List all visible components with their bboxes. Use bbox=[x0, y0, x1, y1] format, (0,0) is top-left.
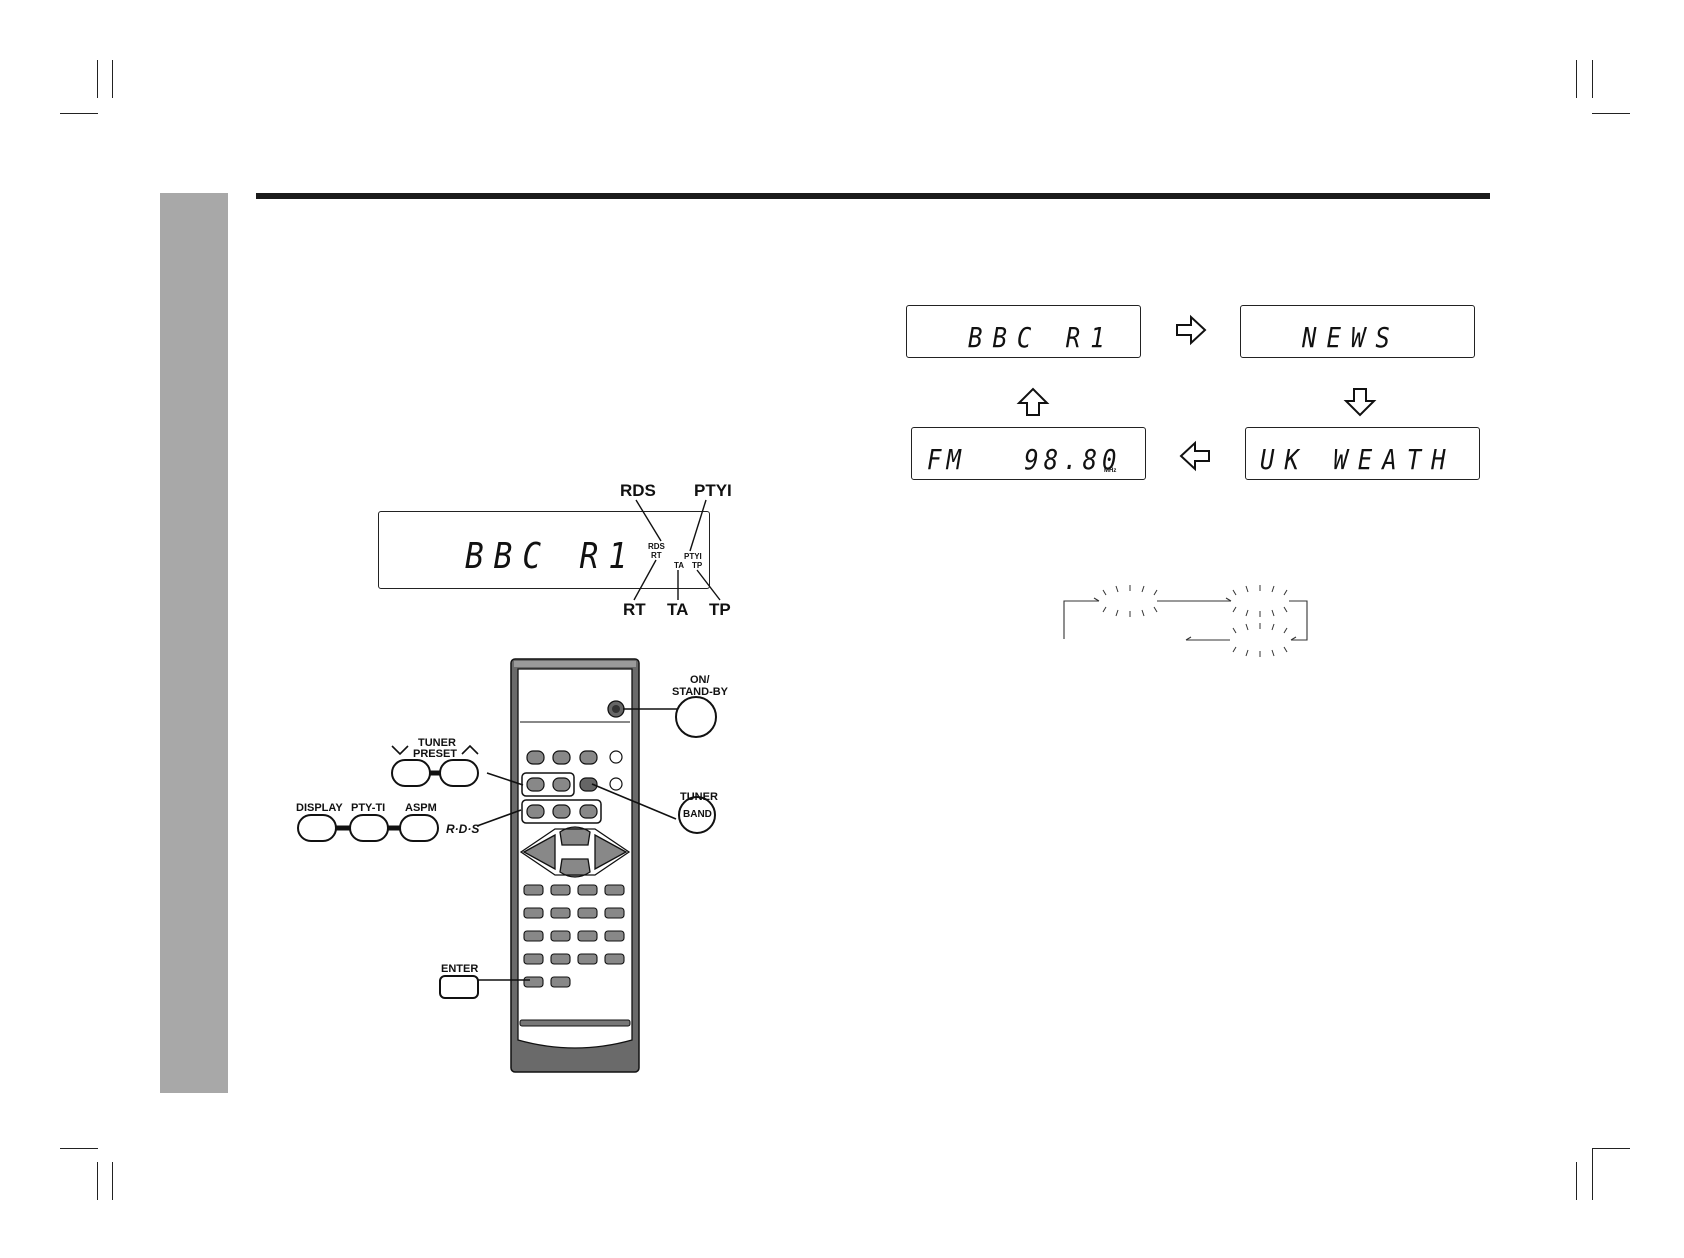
enter-button[interactable] bbox=[440, 976, 478, 998]
rds-display-station-text: BBC R1 bbox=[465, 535, 637, 577]
label-band: BAND bbox=[683, 809, 712, 820]
on-standby-button[interactable] bbox=[676, 697, 716, 737]
crop-mark bbox=[1592, 1148, 1630, 1149]
crop-mark bbox=[60, 1148, 98, 1149]
callout-rt: RT bbox=[623, 600, 646, 619]
rds-logo: R·D·S bbox=[446, 822, 480, 836]
indicator-tp: TP bbox=[692, 561, 703, 570]
crop-mark bbox=[97, 1162, 98, 1200]
indicator-rds: RDS bbox=[648, 542, 665, 551]
crop-mark bbox=[60, 113, 98, 114]
crop-mark bbox=[112, 60, 113, 98]
crop-mark bbox=[1592, 60, 1593, 98]
label-tuner: TUNER bbox=[680, 791, 718, 803]
display-button[interactable] bbox=[298, 815, 336, 841]
frequency-unit: MHz bbox=[1104, 468, 1117, 474]
callout-tp: TP bbox=[709, 600, 731, 619]
indicator-ta: TA bbox=[674, 561, 685, 570]
arrow-down-icon bbox=[1343, 388, 1377, 417]
on-standby-button-shape bbox=[675, 696, 717, 738]
crop-mark bbox=[1592, 113, 1630, 114]
arrow-up-icon bbox=[1016, 387, 1050, 416]
label-tuner-preset-top: TUNER bbox=[418, 737, 456, 749]
chevron-down-icon bbox=[391, 745, 409, 756]
rds-display-panel bbox=[378, 511, 710, 589]
section-sidebar-tab bbox=[160, 193, 228, 1093]
cycle-display-station-text: BBC R1 bbox=[968, 321, 1115, 354]
cycle-display-radiotext-text: UK WEATH bbox=[1260, 443, 1456, 476]
tuner-preset-up-button[interactable] bbox=[440, 760, 478, 786]
callout-ptyi: PTYI bbox=[694, 481, 732, 500]
cycle-display-pty bbox=[1240, 305, 1475, 358]
crop-mark bbox=[1576, 1162, 1577, 1200]
callout-rds: RDS bbox=[620, 481, 656, 500]
label-stand-by: STAND-BY bbox=[672, 686, 729, 698]
arrow-right-icon bbox=[1176, 314, 1207, 346]
pty-ti-button[interactable] bbox=[350, 815, 388, 841]
cycle-display-pty-text: NEWS bbox=[1302, 321, 1400, 354]
label-aspm: ASPM bbox=[405, 802, 437, 814]
cycle-display-frequency bbox=[911, 427, 1146, 480]
label-display: DISPLAY bbox=[296, 802, 343, 814]
label-tuner-preset-bottom: PRESET bbox=[413, 748, 458, 760]
aspm-button[interactable] bbox=[400, 815, 438, 841]
indicator-rt: RT bbox=[651, 551, 662, 560]
cycle-display-station bbox=[906, 305, 1141, 358]
callout-ta: TA bbox=[667, 600, 689, 619]
crop-mark bbox=[1576, 60, 1577, 98]
label-pty-ti: PTY-TI bbox=[351, 802, 386, 814]
arrow-left-icon bbox=[1179, 440, 1210, 472]
crop-mark bbox=[97, 60, 98, 98]
header-rule bbox=[256, 193, 1490, 199]
cycle-display-frequency-text: FM 98.80 bbox=[927, 443, 1122, 476]
label-enter: ENTER bbox=[441, 963, 479, 975]
cycle-display-radiotext bbox=[1245, 427, 1480, 480]
crop-mark bbox=[112, 1162, 113, 1200]
chevron-up-icon bbox=[461, 744, 479, 755]
crop-mark bbox=[1592, 1148, 1593, 1200]
tuner-preset-down-button[interactable] bbox=[392, 760, 430, 786]
label-on: ON/ bbox=[690, 674, 710, 686]
indicator-ptyi: PTYI bbox=[684, 552, 702, 561]
